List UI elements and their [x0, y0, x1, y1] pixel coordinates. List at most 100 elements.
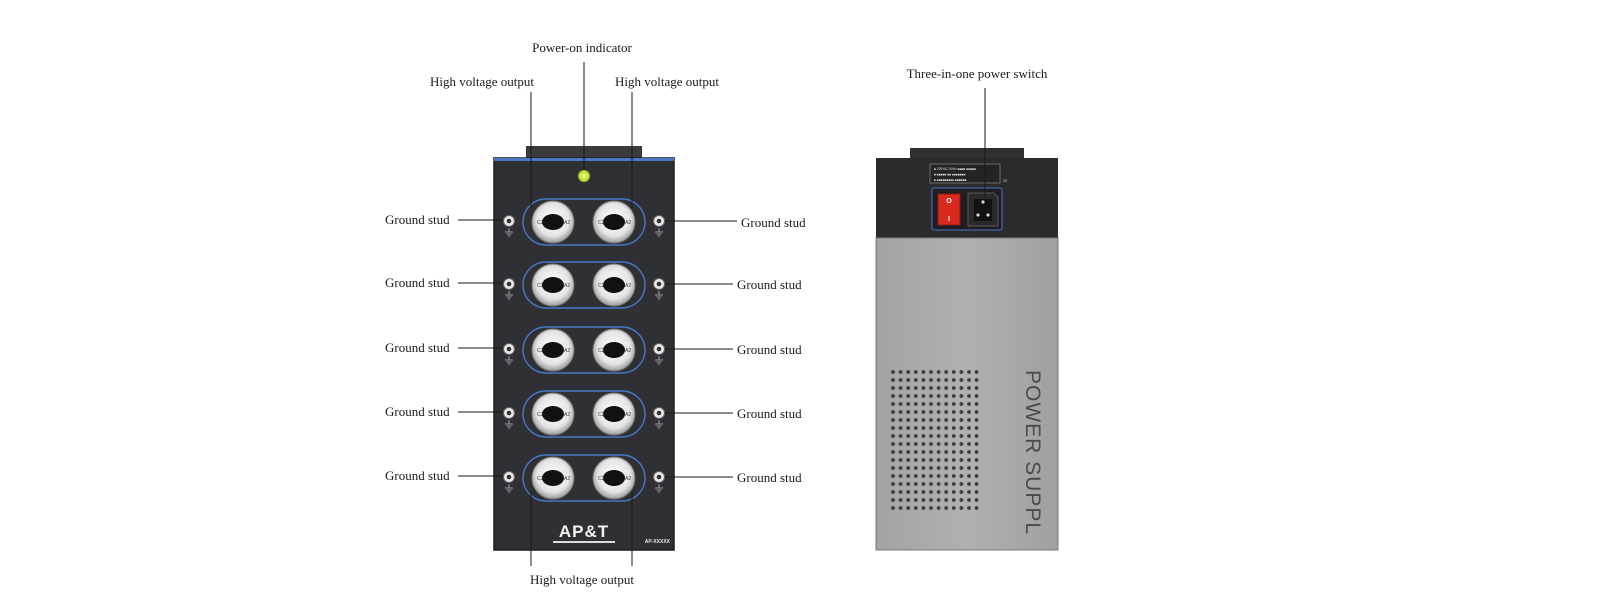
vent-hole — [898, 490, 903, 494]
vent-hole — [959, 370, 964, 374]
vent-hole — [913, 434, 918, 438]
ground-symbol-icon — [655, 291, 663, 300]
vent-hole — [967, 402, 971, 406]
vent-hole — [959, 490, 964, 494]
vent-hole — [959, 386, 964, 390]
vent-hole — [944, 450, 949, 454]
jack-socket-hole — [603, 214, 625, 230]
vent-hole — [936, 426, 941, 430]
vent-hole — [967, 482, 971, 486]
vent-hole — [906, 498, 911, 502]
vent-hole — [967, 498, 971, 502]
vent-hole — [974, 442, 979, 446]
ground-stud-center — [506, 281, 512, 287]
vent-hole — [929, 426, 933, 430]
vent-hole — [921, 474, 926, 478]
vent-hole — [944, 498, 949, 502]
ground-stud-center — [656, 474, 662, 480]
vent-hole — [906, 490, 911, 494]
vent-hole — [936, 474, 941, 478]
vent-hole — [967, 386, 971, 390]
vent-hole — [951, 442, 956, 446]
ground-symbol-icon — [655, 484, 663, 493]
vent-hole — [898, 482, 903, 486]
iec-pin-neutral — [986, 213, 990, 217]
vent-hole — [913, 482, 918, 486]
vent-hole — [921, 482, 926, 486]
jack-socket-hole — [542, 277, 564, 293]
spec-line-2: ■ ■■■■■ ■■ ■■■■■■■ — [934, 173, 966, 177]
jack-mark-left: C2 — [537, 348, 544, 354]
vent-hole — [944, 506, 949, 510]
iec-pin-earth — [981, 200, 985, 204]
vent-hole — [951, 402, 956, 406]
ground-stud-center — [656, 281, 662, 287]
vent-hole — [898, 506, 903, 510]
label-hv-output-top-right: High voltage output — [615, 74, 719, 89]
vent-hole — [891, 474, 895, 478]
vent-hole — [906, 482, 911, 486]
vent-hole — [974, 450, 979, 454]
vent-hole — [959, 498, 964, 502]
vent-hole — [959, 394, 964, 398]
vent-hole — [921, 458, 926, 462]
vent-hole — [891, 498, 895, 502]
vent-hole — [974, 378, 979, 382]
vent-hole — [967, 410, 971, 414]
jack-socket-hole — [603, 406, 625, 422]
jack-mark-left: C2 — [537, 283, 544, 289]
jack-socket-hole — [542, 214, 564, 230]
vent-hole — [944, 442, 949, 446]
vent-hole — [944, 426, 949, 430]
vent-hole — [898, 466, 903, 470]
jack-mark-right: A2 — [625, 220, 631, 226]
jack-mark-right: A2 — [625, 348, 631, 354]
vent-hole — [913, 394, 918, 398]
vent-hole — [906, 370, 911, 374]
vent-grid — [891, 370, 979, 510]
ground-stud-center — [506, 218, 512, 224]
rear-body — [875, 237, 1059, 551]
vent-hole — [891, 394, 895, 398]
front-callouts: Power-on indicator High voltage output H… — [385, 40, 806, 587]
vent-hole — [921, 434, 926, 438]
vent-hole — [944, 474, 949, 478]
vent-hole — [898, 426, 903, 430]
jack-mark-left: C2 — [598, 220, 605, 226]
vent-hole — [951, 458, 956, 462]
vent-hole — [936, 410, 941, 414]
ground-symbol-icon — [505, 420, 513, 429]
vent-hole — [974, 426, 979, 430]
vent-hole — [951, 498, 956, 502]
jack-socket-hole — [542, 406, 564, 422]
vent-hole — [944, 394, 949, 398]
vent-hole — [913, 474, 918, 478]
vent-hole — [936, 482, 941, 486]
rocker-power-switch[interactable] — [937, 193, 961, 226]
label-power-indicator: Power-on indicator — [532, 40, 632, 55]
front-panel-body — [493, 157, 675, 551]
vent-hole — [891, 466, 895, 470]
spec-line-3: ■ ■■■■■■■■■ ■■■■■■ — [934, 178, 967, 182]
vent-hole — [967, 394, 971, 398]
vent-hole — [929, 434, 933, 438]
vent-hole — [936, 434, 941, 438]
vent-hole — [929, 418, 933, 422]
vent-hole — [921, 418, 926, 422]
vent-hole — [967, 370, 971, 374]
vent-hole — [974, 466, 979, 470]
vent-hole — [936, 418, 941, 422]
vent-hole — [913, 418, 918, 422]
vent-hole — [913, 442, 918, 446]
ground-symbol-icon — [655, 420, 663, 429]
vent-hole — [944, 458, 949, 462]
vent-hole — [891, 434, 895, 438]
vent-hole — [944, 370, 949, 374]
rear-panel-unit: ■ 220VAC 50Hz ■■■■ ■■■■■ ■ ■■■■■ ■■ ■■■■… — [875, 148, 1059, 551]
vent-hole — [951, 426, 956, 430]
vent-hole — [921, 466, 926, 470]
